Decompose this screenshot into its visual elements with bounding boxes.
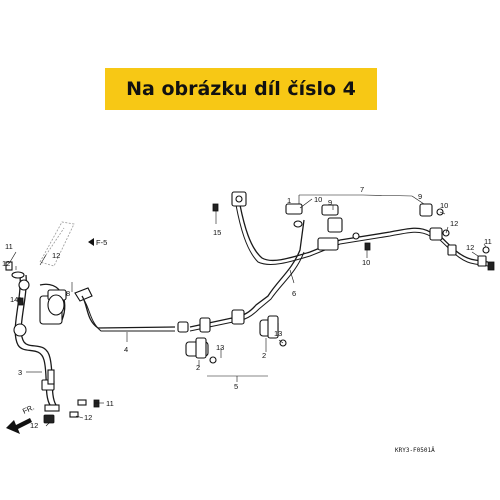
- callout-9-left: 9: [328, 198, 332, 207]
- callout-12-right: 12: [450, 219, 458, 228]
- f5-label: F-5: [96, 238, 107, 247]
- callout-3: 3: [18, 368, 22, 377]
- callout-7: 7: [360, 185, 364, 194]
- callout-15: 15: [213, 228, 221, 237]
- callout-11-left-bottom: 11: [106, 399, 114, 408]
- clamps: [285, 203, 490, 254]
- brake-pipe-part-4: [81, 295, 189, 333]
- banner-text: Na obrázku díl číslo 4: [126, 78, 356, 100]
- callout-12-left-corner: 12: [30, 421, 38, 430]
- left-hose-assembly: [5, 261, 93, 424]
- part-highlight-banner: Na obrázku díl číslo 4: [105, 68, 377, 110]
- callout-13-lower-right: 13: [274, 329, 282, 338]
- callout-2-lower-right: 2: [262, 351, 266, 360]
- lower-clamp-assembly: [185, 315, 287, 364]
- callout-11-right: 11: [484, 237, 492, 246]
- middle-hose: [189, 219, 305, 333]
- callout-12-left-bottom: 12: [84, 413, 92, 422]
- callout-12-upper: 12: [52, 251, 60, 260]
- callout-12-far-right: 12: [466, 243, 474, 252]
- callout-5: 5: [234, 382, 238, 391]
- leader-lines: [9, 194, 487, 427]
- bolts: [17, 203, 371, 408]
- callout-10-mid: 10: [362, 258, 370, 267]
- callout-13-lower-left: 13: [216, 343, 224, 352]
- diagram-code: KRY3-F0501Ä: [395, 447, 435, 454]
- callout-4: 4: [124, 345, 128, 354]
- callout-8: 8: [66, 289, 70, 298]
- f5-reference: F-5: [88, 238, 107, 247]
- fr-label: FR.: [21, 403, 36, 416]
- callout-2-lower-left: 2: [196, 363, 200, 372]
- right-hose-part-7: [317, 217, 495, 271]
- callout-numbers: 11 12 12 14 8 3 4 11 12 12 2 13 2 13 5 1…: [2, 185, 492, 430]
- callout-12-left-top: 12: [2, 259, 10, 268]
- upper-hose: [231, 191, 341, 265]
- callout-1: 1: [287, 196, 291, 205]
- callout-10-upper: 10: [314, 195, 322, 204]
- callout-14: 14: [10, 295, 18, 304]
- callout-10-right: 10: [440, 201, 448, 210]
- callout-9-right: 9: [418, 192, 422, 201]
- callout-6: 6: [292, 289, 296, 298]
- frame-outline: [39, 221, 75, 267]
- callout-11-left-top: 11: [5, 242, 13, 251]
